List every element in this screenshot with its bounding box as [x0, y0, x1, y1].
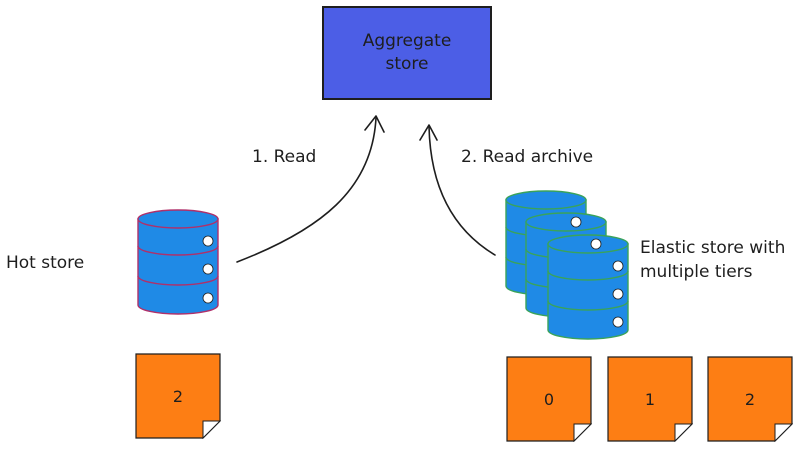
elastic-store-note-2[interactable]: 2 [707, 356, 793, 442]
read-arrow-label: 1. Read [252, 147, 317, 167]
read-archive-arrow-label: 2. Read archive [461, 147, 594, 167]
hot-store-note[interactable]: 2 [135, 353, 221, 439]
read-archive-arrow [428, 125, 496, 256]
elastic-store-note-0-value: 0 [543, 389, 555, 409]
read-archive-arrowhead [419, 124, 438, 141]
hot-store-label: Hot store [6, 253, 85, 273]
aggregate-store-box[interactable]: Aggregate store [322, 6, 492, 100]
elastic-store-note-0[interactable]: 0 [506, 356, 592, 442]
hot-store-note-value: 2 [172, 386, 184, 406]
read-arrow [236, 117, 377, 263]
elastic-store-note-2-value: 2 [744, 389, 756, 409]
sticky-note-icon [707, 356, 793, 442]
sticky-note-icon [607, 356, 693, 442]
elastic-store-note-1-value: 1 [644, 389, 656, 409]
aggregate-store-label: Aggregate store [362, 31, 452, 74]
elastic-store-label: Elastic store with multiple tiers [640, 238, 786, 282]
elastic-store-note-1[interactable]: 1 [607, 356, 693, 442]
sticky-note-icon [135, 353, 221, 439]
read-arrowhead [364, 115, 385, 133]
sticky-note-icon [506, 356, 592, 442]
